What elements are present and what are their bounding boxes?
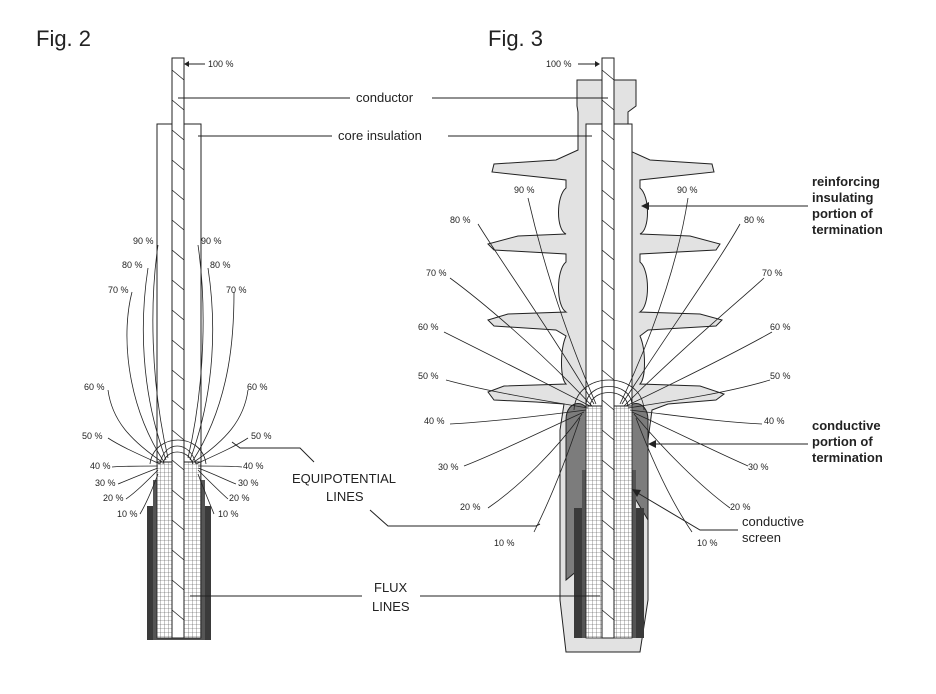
fig3-pl-50: 50 % [418, 371, 439, 381]
fig2-equipotential-lines-right [187, 244, 249, 515]
fig3-pr-90: 90 % [677, 185, 698, 195]
conductive-screen-label-1: conductive [742, 514, 804, 529]
flux-label-1: FLUX [374, 580, 408, 595]
fig2-pr-70: 70 % [226, 285, 247, 295]
fig2-pl-60: 60 % [84, 382, 105, 392]
figure-3: Fig. 3 [418, 26, 791, 653]
fig3-pct-right: 90 % 80 % 70 % 60 % 50 % 40 % 30 % 20 % … [677, 185, 791, 548]
fig2-equipotential-lines-left [107, 244, 169, 515]
fig3-pl-30: 30 % [438, 462, 459, 472]
fig3-pl-10: 10 % [494, 538, 515, 548]
conductive-screen-leader [635, 491, 738, 531]
fig2-pr-20: 20 % [229, 493, 250, 503]
fig3-pr-10: 10 % [697, 538, 718, 548]
fig3-equipotential-lines-left [443, 197, 597, 533]
reinforcing-label-4: termination [812, 222, 883, 237]
fig2-pr-60: 60 % [247, 382, 268, 392]
fig2-pl-10: 10 % [117, 509, 138, 519]
conductive-screen-label-2: screen [742, 530, 781, 545]
fig3-pl-90: 90 % [514, 185, 535, 195]
fig3-pr-60: 60 % [770, 322, 791, 332]
fig3-pct-left: 90 % 80 % 70 % 60 % 50 % 40 % 30 % 20 % … [418, 185, 535, 548]
flux-label-2: LINES [372, 599, 410, 614]
fig2-title: Fig. 2 [36, 26, 91, 51]
equipotential-label-1: EQUIPOTENTIAL [292, 471, 396, 486]
fig3-pr-70: 70 % [762, 268, 783, 278]
core-insulation-label: core insulation [338, 128, 422, 143]
fig2-pl-30: 30 % [95, 478, 116, 488]
fig2-pl-90: 90 % [133, 236, 154, 246]
fig2-pr-50: 50 % [251, 431, 272, 441]
fig2-pl-50: 50 % [82, 431, 103, 441]
fig3-100-arrowhead [595, 61, 600, 67]
fig3-pr-80: 80 % [744, 215, 765, 225]
fig3-pr-50: 50 % [770, 371, 791, 381]
fig2-pr-40: 40 % [243, 461, 264, 471]
fig2-pct-100: 100 % [208, 59, 234, 69]
fig2-100-arrowhead [184, 61, 189, 67]
fig2-pl-20: 20 % [103, 493, 124, 503]
fig3-pct-100: 100 % [546, 59, 572, 69]
fig2-pr-80: 80 % [210, 260, 231, 270]
callouts: conductor core insulation EQUIPOTENTIAL … [178, 90, 883, 614]
fig3-pl-20: 20 % [460, 502, 481, 512]
fig2-pl-40: 40 % [90, 461, 111, 471]
reinforcing-arrowhead [641, 202, 649, 210]
equipotential-leader-fig3 [369, 509, 541, 527]
conductor-label: conductor [356, 90, 414, 105]
equipotential-label-2: LINES [326, 489, 364, 504]
fig3-pr-40: 40 % [764, 416, 785, 426]
reinforcing-label-2: insulating [812, 190, 873, 205]
fig2-pct-left: 90 % 80 % 70 % 60 % 50 % 40 % 30 % 20 % … [82, 236, 154, 519]
fig2-conductor-strands [171, 69, 185, 621]
fig3-pl-60: 60 % [418, 322, 439, 332]
fig2-pct-right: 90 % 80 % 70 % 60 % 50 % 40 % 30 % 20 % … [201, 236, 272, 519]
conductive-portion-arrowhead [648, 440, 656, 448]
fig3-equipotential-lines-right [619, 197, 773, 533]
fig3-flux-arcs [573, 379, 645, 411]
fig2-pr-10: 10 % [218, 509, 239, 519]
reinforcing-label-3: portion of [812, 206, 873, 221]
conductive-screen-arrowhead [632, 489, 641, 497]
conductive-portion-label-3: termination [812, 450, 883, 465]
equipotential-leader-fig2 [231, 441, 315, 463]
fig2-pl-80: 80 % [122, 260, 143, 270]
fig2-pr-90: 90 % [201, 236, 222, 246]
conductive-portion-label-1: conductive [812, 418, 881, 433]
reinforcing-label-1: reinforcing [812, 174, 880, 189]
figure-2: Fig. 2 [36, 26, 272, 640]
fig3-pl-80: 80 % [450, 215, 471, 225]
conductive-portion-label-2: portion of [812, 434, 873, 449]
fig2-pl-70: 70 % [108, 285, 129, 295]
fig2-pr-30: 30 % [238, 478, 259, 488]
fig3-conductor-strands [601, 69, 615, 621]
fig3-title: Fig. 3 [488, 26, 543, 51]
fig3-pl-40: 40 % [424, 416, 445, 426]
fig3-pl-70: 70 % [426, 268, 447, 278]
fig2-flux-arcs [149, 439, 207, 465]
fig3-pr-20: 20 % [730, 502, 751, 512]
fig3-pr-30: 30 % [748, 462, 769, 472]
